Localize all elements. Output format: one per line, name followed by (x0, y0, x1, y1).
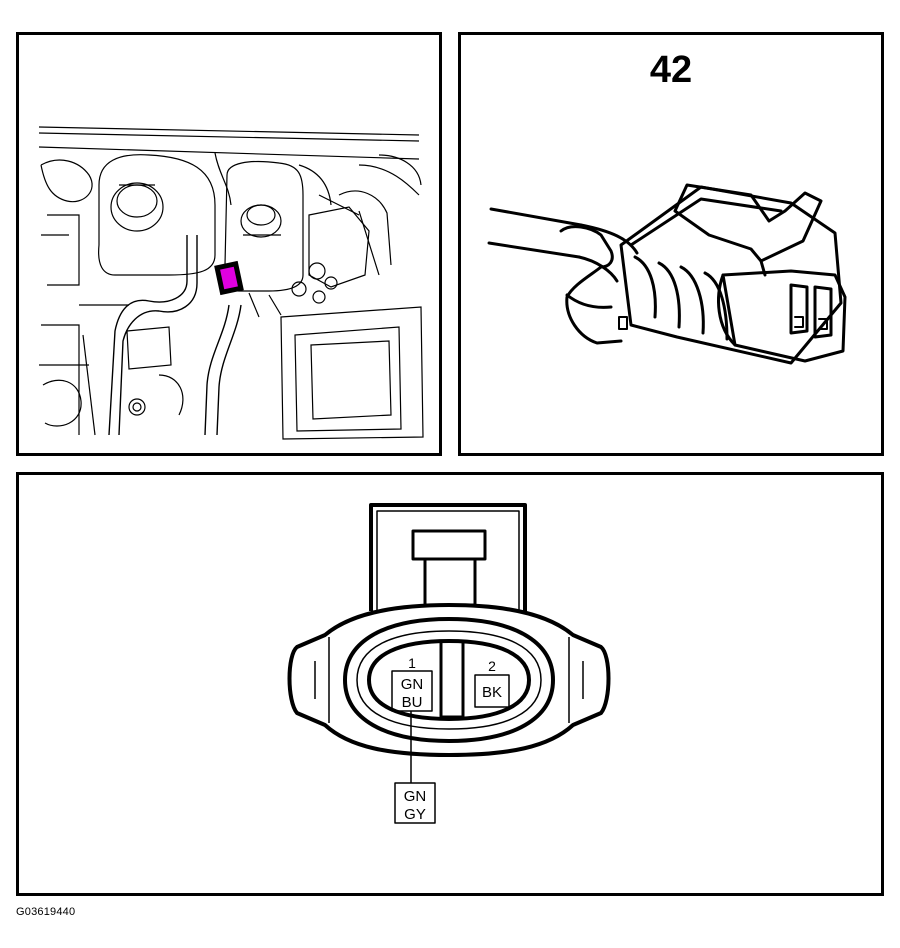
pin-1-wire-color-line1: GN (401, 676, 424, 693)
harness-wire-color-line2: GY (404, 806, 426, 823)
connector-3d-drawing (487, 183, 847, 365)
figure-id: G03619440 (16, 906, 76, 918)
connector-face-drawing (287, 503, 611, 824)
harness-wire-color-line1: GN (404, 788, 427, 805)
pinout-labels: 1 GN BU 2 BK GN GY (401, 655, 502, 823)
pin-1-number: 1 (408, 655, 416, 671)
pin-1-wire-color-line2: BU (402, 694, 423, 711)
highlighted-sensor-connector (220, 266, 238, 290)
connector-number-label: 42 (649, 49, 693, 91)
pin-2-number: 2 (488, 658, 496, 674)
connector-view-panel: 42 (458, 32, 884, 456)
pin-2-wire-color: BK (482, 684, 502, 701)
pinout-panel: 1 GN BU 2 BK GN GY (16, 472, 884, 896)
engine-bay-panel (16, 32, 442, 456)
